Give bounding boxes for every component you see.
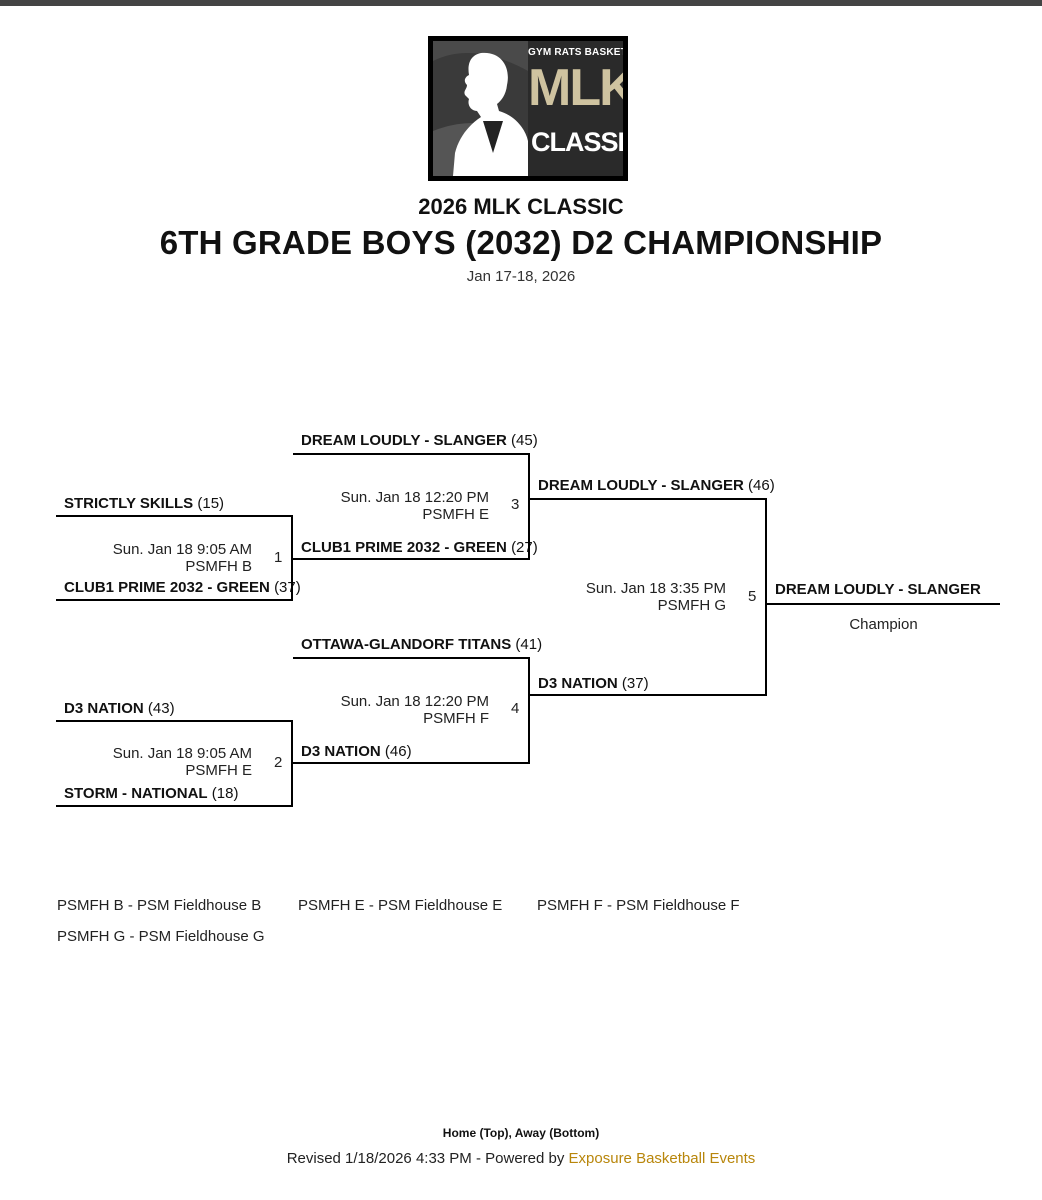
team-name: DREAM LOUDLY - SLANGER xyxy=(301,432,507,449)
court-legend-item: PSMFH B - PSM Fieldhouse B xyxy=(57,897,262,914)
bracket-line xyxy=(765,498,767,696)
team-name: D3 NATION xyxy=(64,700,144,717)
team-name: CLUB1 PRIME 2032 - GREEN xyxy=(64,579,270,596)
g4-home-team[interactable]: OTTAWA-GLANDORF TITANS (41) xyxy=(301,636,542,653)
team-score: (43) xyxy=(147,700,175,717)
game-court: PSMFH E xyxy=(422,506,489,523)
g3-away-team[interactable]: CLUB1 PRIME 2032 - GREEN (27) xyxy=(301,539,538,556)
team-name: D3 NATION xyxy=(301,743,381,760)
game-time: Sun. Jan 18 12:20 PM xyxy=(340,489,489,506)
top-bar xyxy=(0,0,1042,6)
exposure-link[interactable]: Exposure Basketball Events xyxy=(568,1150,756,1167)
bracket-line xyxy=(291,720,293,807)
champion-team[interactable]: DREAM LOUDLY - SLANGER xyxy=(775,581,981,598)
g2-home-team[interactable]: D3 NATION (43) xyxy=(64,700,175,717)
logo-top-text: GYM RATS BASKETBALL xyxy=(528,47,623,58)
game-court: PSMFH B xyxy=(185,558,252,575)
team-name: DREAM LOUDLY - SLANGER xyxy=(775,581,981,598)
team-score: (37) xyxy=(621,675,649,692)
team-score: (46) xyxy=(384,743,412,760)
game-time: Sun. Jan 18 3:35 PM xyxy=(585,580,726,597)
logo-bottom-text: CLASSIC xyxy=(531,127,623,157)
team-score: (45) xyxy=(511,432,538,449)
team-score: (41) xyxy=(515,636,543,653)
team-name: DREAM LOUDLY - SLANGER xyxy=(538,477,744,494)
bracket-line xyxy=(56,515,293,517)
home-away-note: Home (Top), Away (Bottom) xyxy=(442,1126,600,1140)
team-name: STORM - NATIONAL xyxy=(64,785,208,802)
team-score: (18) xyxy=(211,785,239,802)
g5-number: 5 xyxy=(748,588,757,605)
g5-away-team[interactable]: D3 NATION (37) xyxy=(538,675,649,692)
bracket-line xyxy=(293,558,530,560)
g1-number: 1 xyxy=(274,549,283,566)
court-legend-item: PSMFH G - PSM Fieldhouse G xyxy=(57,928,265,945)
division-title: 6TH GRADE BOYS (2032) D2 CHAMPIONSHIP xyxy=(159,224,883,261)
g1-home-team[interactable]: STRICTLY SKILLS (15) xyxy=(64,495,224,512)
team-name: OTTAWA-GLANDORF TITANS xyxy=(301,636,512,653)
g1-info: Sun. Jan 18 9:05 AM PSMFH B xyxy=(60,541,252,575)
bracket-line xyxy=(530,498,767,500)
bracket-line xyxy=(293,762,530,764)
game-court: PSMFH G xyxy=(657,597,726,614)
g2-number: 2 xyxy=(274,754,283,771)
team-score: (37) xyxy=(274,579,301,596)
team-name: STRICTLY SKILLS xyxy=(64,495,194,512)
revised-line: Revised 1/18/2026 4:33 PM - Powered by E… xyxy=(0,1150,1042,1167)
game-time: Sun. Jan 18 9:05 AM xyxy=(112,745,252,762)
bracket-line xyxy=(56,805,293,807)
silhouette-icon xyxy=(433,41,528,176)
bracket-line xyxy=(293,453,530,455)
g3-info: Sun. Jan 18 12:20 PM PSMFH E xyxy=(290,489,489,523)
game-time: Sun. Jan 18 9:05 AM xyxy=(112,541,252,558)
g3-number: 3 xyxy=(511,496,520,513)
g4-away-team[interactable]: D3 NATION (46) xyxy=(301,743,412,760)
g1-away-team[interactable]: CLUB1 PRIME 2032 - GREEN (37) xyxy=(64,579,301,596)
game-court: PSMFH E xyxy=(185,762,252,779)
game-court: PSMFH F xyxy=(423,710,489,727)
team-score: (27) xyxy=(511,539,538,556)
team-score: (46) xyxy=(748,477,775,494)
bracket-line xyxy=(56,720,293,722)
revised-text: Revised 1/18/2026 4:33 PM - Powered by xyxy=(286,1150,565,1167)
game-time: Sun. Jan 18 12:20 PM xyxy=(340,693,489,710)
logo-main-text: MLK xyxy=(528,59,623,117)
team-score: (15) xyxy=(197,495,225,512)
bracket-line xyxy=(767,603,1000,605)
logo-background: GYM RATS BASKETBALL MLK CLASSIC xyxy=(433,41,623,176)
bracket-line xyxy=(530,694,767,696)
team-name: CLUB1 PRIME 2032 - GREEN xyxy=(301,539,507,556)
event-dates: Jan 17-18, 2026 xyxy=(466,268,576,285)
bracket-line xyxy=(291,515,293,601)
bracket-line xyxy=(528,453,530,560)
bracket-line xyxy=(56,599,293,601)
g4-number: 4 xyxy=(511,700,520,717)
g2-away-team[interactable]: STORM - NATIONAL (18) xyxy=(64,785,238,802)
bracket-line xyxy=(293,657,530,659)
court-legend-item: PSMFH F - PSM Fieldhouse F xyxy=(537,897,740,914)
mlk-classic-logo: GYM RATS BASKETBALL MLK CLASSIC xyxy=(428,36,628,181)
g2-info: Sun. Jan 18 9:05 AM PSMFH E xyxy=(60,745,252,779)
g5-info: Sun. Jan 18 3:35 PM PSMFH G xyxy=(530,580,726,614)
bracket-line xyxy=(528,657,530,764)
event-name: 2026 MLK CLASSIC xyxy=(418,194,624,219)
team-name: D3 NATION xyxy=(538,675,618,692)
court-legend-item: PSMFH E - PSM Fieldhouse E xyxy=(298,897,503,914)
champion-label: Champion xyxy=(849,616,918,633)
g5-home-team[interactable]: DREAM LOUDLY - SLANGER (46) xyxy=(538,477,775,494)
g4-info: Sun. Jan 18 12:20 PM PSMFH F xyxy=(290,693,489,727)
g3-home-team[interactable]: DREAM LOUDLY - SLANGER (45) xyxy=(301,432,538,449)
